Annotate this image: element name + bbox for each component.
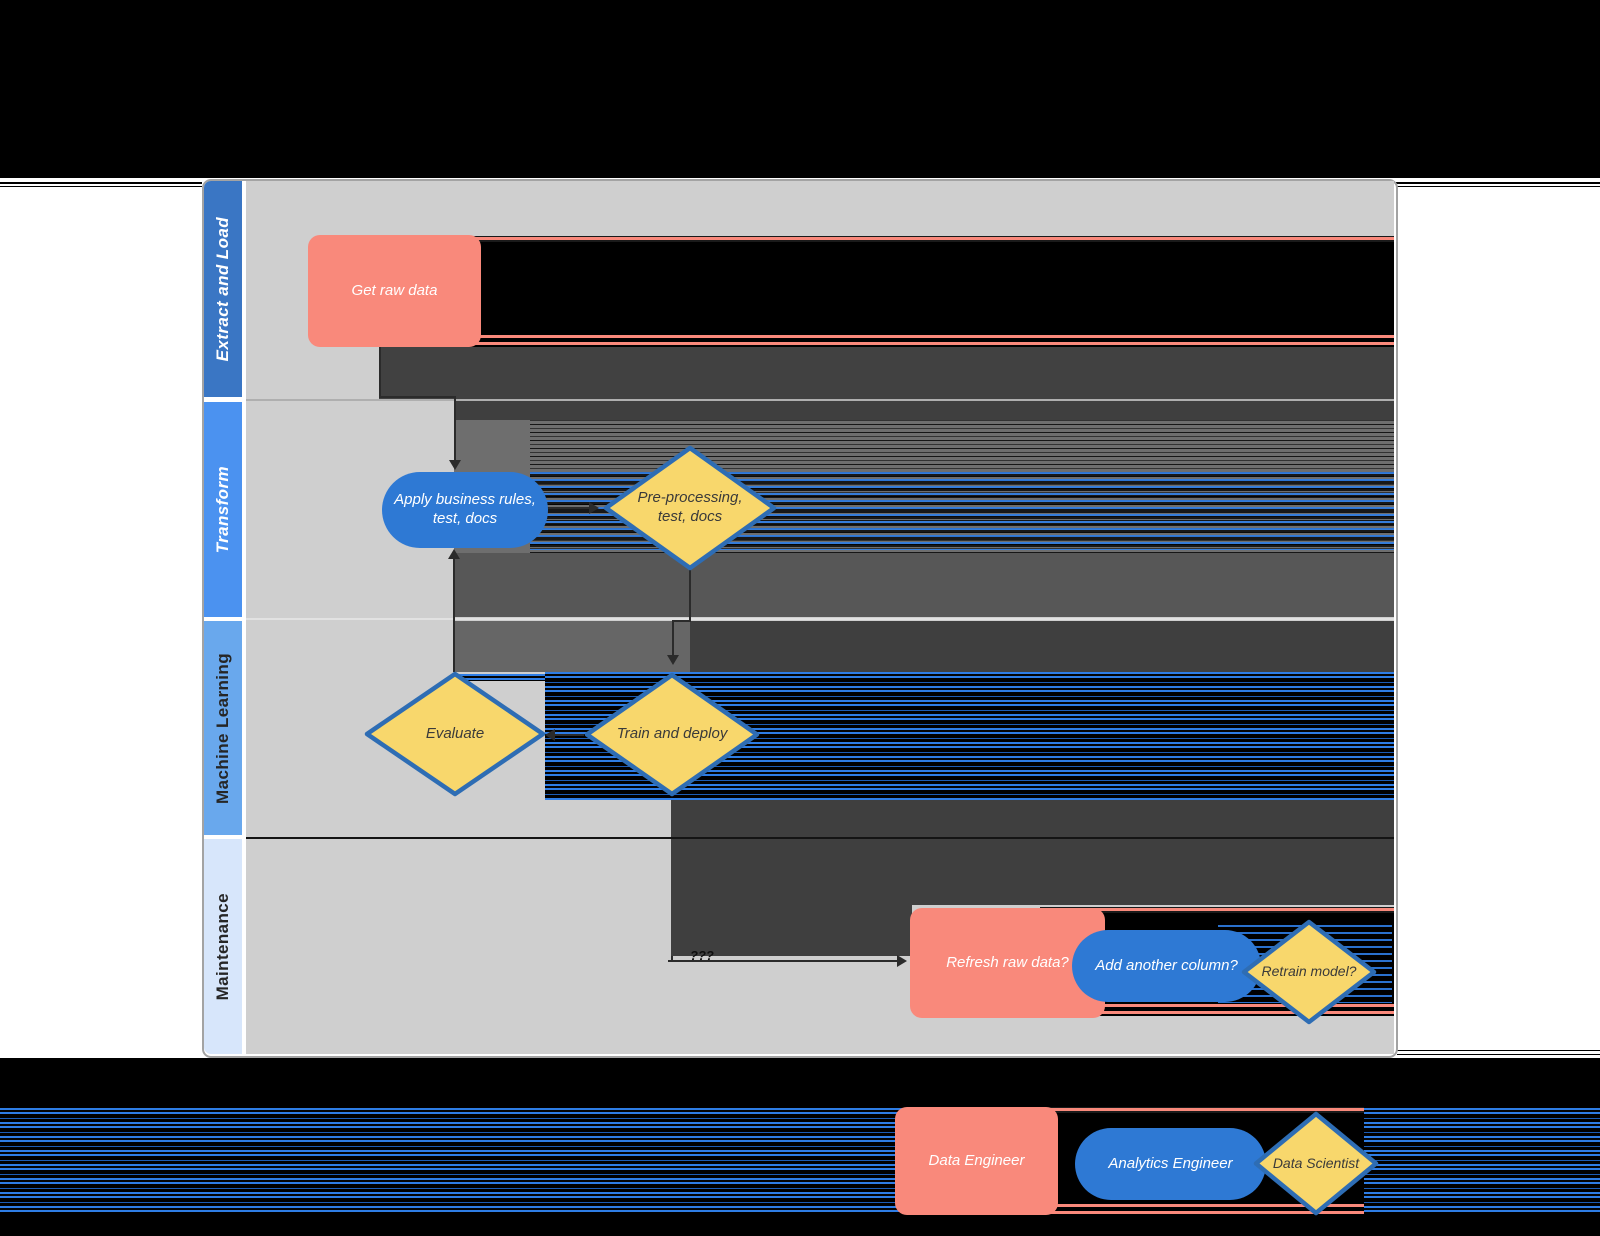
node-label: Train and deploy [616,725,728,743]
node-retrain-model[interactable]: Retrain model? [1240,918,1378,1026]
node-label: Apply business rules, test, docs [394,491,536,527]
decision-diamond-icon [584,672,760,797]
arrowhead-up-icon [448,549,460,559]
lane-header-extract-and-load[interactable]: Extract and Load [204,181,242,397]
lane-header-maintenance[interactable]: Maintenance [204,839,242,1054]
node-label: Pre-processing, test, docs [637,489,743,525]
lane-header-label: Machine Learning [213,652,232,804]
glitch-transform-mid-band [454,420,1394,553]
node-label: Add another column? [1095,956,1238,974]
glitch-transform-bottom-band [454,553,1394,617]
node-pre-processing[interactable]: Pre-processing, test, docs [602,444,778,572]
node-add-another-column[interactable]: Add another column? [1072,930,1261,1002]
glitch-transform-top-band [454,401,1394,420]
legend-data-scientist[interactable]: Data Scientist [1252,1110,1380,1217]
glitch-hairline [1397,1050,1600,1051]
connector-preprocessing-to-train [689,570,691,622]
legend-analytics-engineer[interactable]: Analytics Engineer [1075,1128,1266,1200]
arrowhead-down-icon [449,460,461,470]
lane-separator [246,837,1394,839]
glitch-ml-bottom-band [671,800,1394,837]
lane-header-label: Transform [213,465,232,554]
glitch-ml-stripe-stub [454,674,545,681]
decision-diamond-icon [1241,919,1377,1025]
edge-label-question-marks: ??? [690,948,714,963]
arrowhead-left-icon [545,729,555,741]
arrowhead-down-icon [667,655,679,665]
lane-header-label: Maintenance [213,892,232,1001]
node-label: Evaluate [425,724,485,742]
connector-evaluate-to-rules [453,559,455,672]
connector-getdata-to-rules [379,347,381,398]
connector-preprocessing-to-train [672,620,691,622]
decision-diamond-icon [1253,1111,1379,1216]
node-evaluate[interactable]: Evaluate [363,670,547,798]
decision-diamond-icon [364,671,546,797]
node-label: Refresh raw data? [946,953,1069,971]
connector-preprocessing-to-train [672,620,674,656]
glitch-ml-top-band-left [454,621,690,672]
glitch-top-black-band [0,0,1600,178]
legend-label: Data Scientist [1272,1154,1360,1171]
node-label: Get raw data [351,281,438,299]
node-label: Retrain model? [1261,963,1357,980]
connector-getdata-to-rules [379,396,456,398]
decision-diamond-icon [603,445,777,571]
lane-header-transform[interactable]: Transform [204,402,242,617]
lane-separator [246,399,1394,401]
legend-label: Analytics Engineer [1108,1154,1233,1172]
glitch-maintenance-top-band [671,839,1394,905]
glitch-hairline [0,186,202,187]
lane-separator [246,618,1394,620]
glitch-lane1-black-smear [452,236,1394,347]
arrowhead-right-icon [589,502,599,514]
glitch-ml-top-band-right [690,621,1394,672]
connector-loop-to-refresh [668,960,900,962]
node-get-raw-data[interactable]: Get raw data [308,235,481,347]
lane-header-label: Extract and Load [213,216,232,362]
glitch-hairline [1397,1054,1600,1055]
glitch-hairline [0,182,202,184]
connector-rules-to-preprocessing [527,507,591,509]
connector-train-to-evaluate [549,734,584,736]
glitch-hairline [1396,182,1600,184]
glitch-maintenance-block [671,905,912,956]
legend-data-engineer[interactable]: Data Engineer [895,1107,1058,1215]
glitch-lane1-dark-band [379,347,1394,399]
lane-header-machine-learning[interactable]: Machine Learning [204,621,242,835]
node-train-and-deploy[interactable]: Train and deploy [583,671,761,798]
connector-getdata-to-rules [454,398,456,460]
arrowhead-right-icon [897,955,907,967]
legend-label: Data Engineer [928,1151,1025,1169]
glitch-hairline [1396,186,1600,187]
node-apply-business-rules[interactable]: Apply business rules, test, docs [382,472,548,548]
